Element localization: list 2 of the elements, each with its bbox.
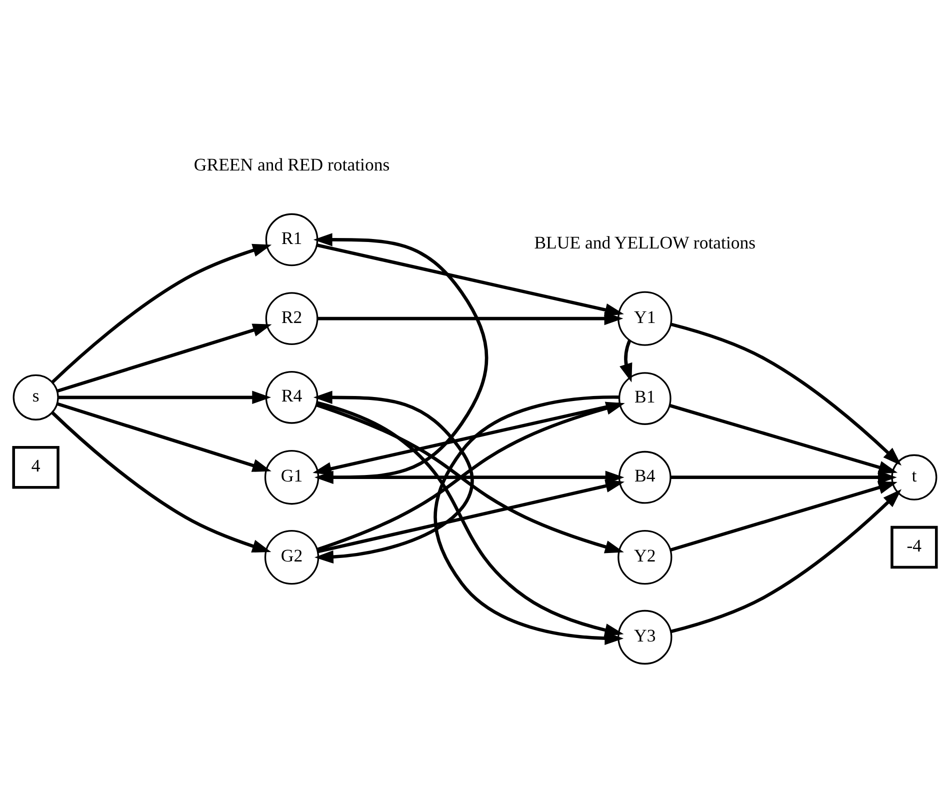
label: BLUE and YELLOW rotations xyxy=(534,232,756,252)
label: GREEN and RED rotations xyxy=(193,154,390,174)
